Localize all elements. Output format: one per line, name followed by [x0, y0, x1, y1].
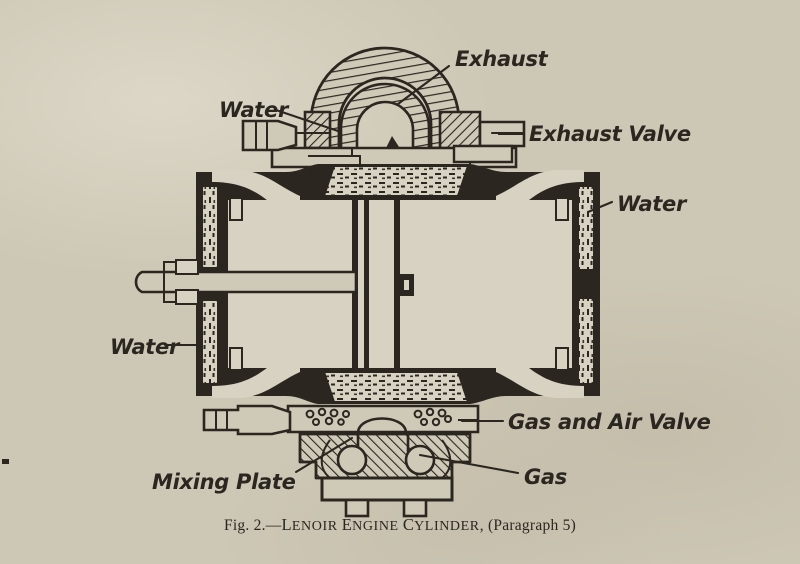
exhaust-outlet-lower-passage — [452, 144, 514, 164]
label-water-right: Water — [617, 192, 688, 216]
exhaust-dome-inner-wall — [339, 82, 431, 152]
caption-word-3-first: C — [402, 515, 415, 534]
water-pocket-bottom — [322, 371, 470, 403]
water-jacket-panel-right-upper — [577, 185, 595, 271]
margin-ink-mark — [2, 459, 9, 464]
stuffing-box-gland-lower — [175, 289, 199, 305]
piston-assembly — [134, 200, 414, 368]
caption-word-3-rest: YLINDER — [414, 519, 480, 534]
exhaust-outlet-pipe — [452, 120, 526, 164]
chamber-stud-bottom-left — [229, 347, 243, 371]
leader-mixing-plate — [294, 436, 354, 474]
label-water-left: Water — [110, 335, 181, 359]
exhaust-dome-right-seat — [438, 110, 482, 150]
water-pocket-top — [322, 165, 470, 197]
water-jacket-panel-left-lower — [201, 299, 219, 385]
caption-prefix: Fig. 2.— — [223, 517, 282, 534]
gas-inlet-pipe — [202, 404, 292, 436]
mounting-foot-right — [402, 498, 428, 518]
mixing-plate-holes-left — [305, 407, 350, 426]
caption-word-1-rest: ENOIR — [291, 519, 338, 534]
water-inlet-pipe-body — [241, 119, 298, 152]
label-exhaust: Exhaust — [455, 47, 549, 71]
piston-ring-groove — [364, 200, 369, 368]
leader-gas — [418, 453, 520, 475]
valve-port-left — [336, 444, 368, 476]
exhaust-dome — [303, 46, 482, 153]
mixing-plate-holes-right — [413, 407, 452, 427]
chamber-stud-top-right — [555, 197, 569, 221]
caption-suffix: , (Paragraph 5) — [479, 517, 576, 534]
piston-lug-bore — [404, 280, 409, 290]
water-inlet-pipe — [241, 119, 330, 152]
label-mixing-plate: Mixing Plate — [152, 470, 296, 494]
mounting-foot-left — [344, 498, 370, 518]
stuffing-box-gland-upper — [175, 259, 199, 275]
chamber-stud-top-left — [229, 197, 243, 221]
valve-casing-curve-right — [441, 439, 452, 479]
gas-air-valve-block — [298, 432, 472, 480]
chamber-stud-bottom-right — [555, 347, 569, 371]
piston-rod — [134, 270, 358, 294]
water-jacket-panel-left-upper — [201, 185, 219, 269]
mixing-plate-port — [356, 417, 408, 433]
valve-port-right — [404, 444, 436, 476]
leader-exhaust — [396, 64, 451, 106]
leader-water-right — [586, 200, 614, 214]
water-jacket-panel-right-lower — [577, 297, 595, 385]
stuffing-box — [163, 259, 199, 305]
leader-water-top — [274, 108, 343, 134]
figure-caption: Fig. 2.—LENOIR ENGINE CYLINDER, (Paragra… — [0, 515, 800, 535]
caption-word-2-rest: NGINE — [352, 519, 399, 534]
leader-lines — [163, 64, 614, 475]
valve-casing-curve-left — [320, 439, 331, 479]
label-water-top: Water — [219, 98, 290, 122]
label-exhaust-valve: Exhaust Valve — [529, 122, 691, 146]
label-gas: Gas — [524, 465, 567, 489]
exhaust-dome-left-seat — [303, 110, 332, 150]
label-gas-and-air-valve: Gas and Air Valve — [508, 410, 711, 434]
caption-word-2-first: E — [341, 515, 353, 534]
stuffing-box-outline — [163, 261, 176, 303]
valve-lower-casing — [320, 476, 454, 502]
piston-face-right — [394, 200, 400, 368]
gas-air-valve-assembly — [286, 404, 480, 518]
caption-word-1-first: L — [281, 515, 292, 534]
diagram-labels: Exhaust Water Exhaust Valve Water Water … — [110, 47, 711, 494]
